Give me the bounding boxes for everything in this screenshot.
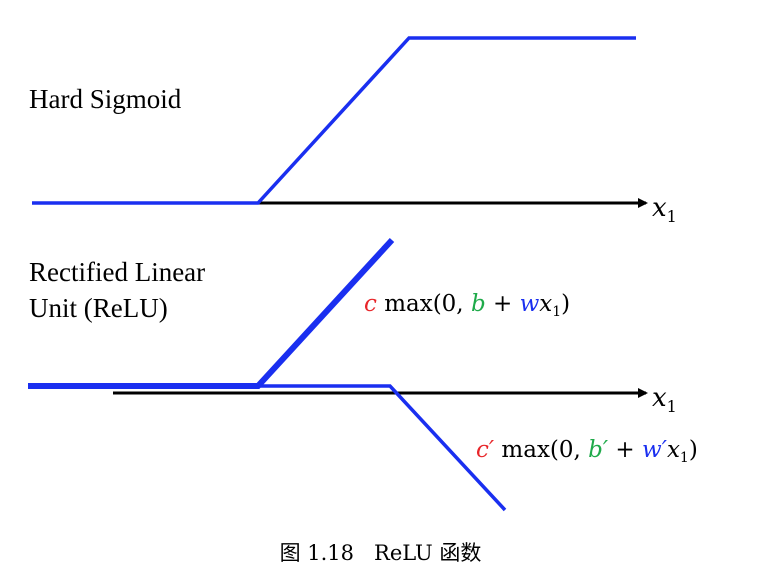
relu-label-line2: Unit (ReLU) [29,293,168,323]
relu-formula-2: c′ max(0, b′ + w′x1) [476,435,698,473]
formula1-plus: + [485,291,520,317]
formula1-w: w [519,291,540,317]
figure-caption: 图 1.18 ReLU 函数 [279,541,482,565]
formula2-max: max(0, [494,437,589,463]
formula2-close: ) [688,437,698,463]
formula1-x: x [539,291,553,317]
relu-label-line1: Rectified Linear [29,257,206,287]
formula1-close: ) [561,291,571,317]
formula2-c: c′ [476,437,495,463]
formula2-x: x [666,437,680,463]
formula1-sub: 1 [552,304,562,320]
formula2-b: b′ [588,437,609,463]
relu-formula-1: c max(0, b + wx1) [364,289,570,327]
formula2-w: w′ [642,437,667,463]
hard-sigmoid-curve [32,36,636,205]
hard-sigmoid-label: Hard Sigmoid [29,84,182,114]
formula1-b: b [470,291,486,317]
bottom-axis-variable: x1 [652,383,677,416]
formula1-max: max(0, [376,291,471,317]
formula2-plus: + [608,437,643,463]
formula1-c: c [364,291,377,317]
top-axis-variable: x1 [652,193,677,226]
relu-curve-2 [258,384,507,512]
formula2-sub: 1 [679,450,689,466]
